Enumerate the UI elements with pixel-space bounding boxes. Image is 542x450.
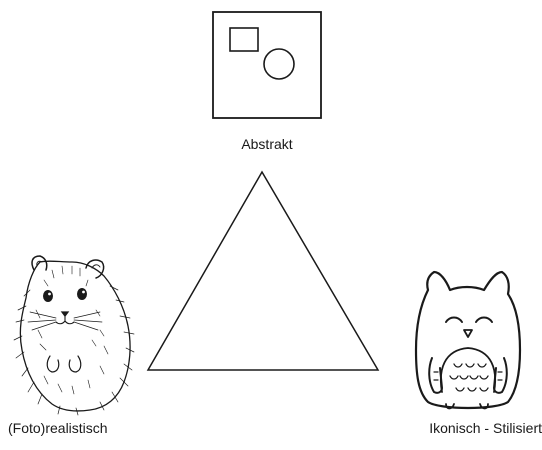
vertex-label-abstract: Abstrakt: [241, 136, 293, 152]
vertex-label-iconic-stylized: Ikonisch - Stilisiert: [429, 420, 542, 436]
abstract-shapes-icon: [212, 11, 322, 119]
hamster-sketch-icon: [13, 255, 135, 416]
cartoon-owl-icon: [414, 270, 522, 410]
central-triangle: [146, 170, 380, 371]
vertex-label-photorealistic: (Foto)realistisch: [8, 420, 108, 436]
